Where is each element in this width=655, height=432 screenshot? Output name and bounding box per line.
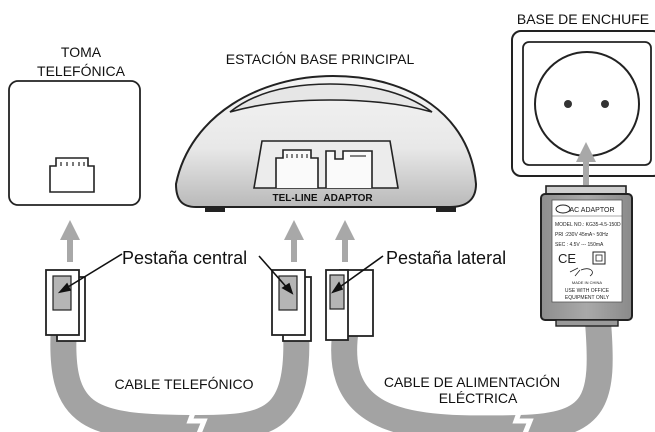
adapter-ce-mark: CE (558, 251, 576, 266)
power-cable (331, 321, 613, 432)
adaptor-port-label: ADAPTOR (323, 193, 373, 204)
arrow-up-icon (576, 142, 596, 185)
center-tab-label: Pestaña central (122, 248, 247, 268)
adapter-sec: SEC : 4.5V --- 150mA (555, 242, 604, 248)
socket-hole-right-icon (601, 100, 609, 108)
polarity-icon (569, 267, 593, 277)
wall-jack-label-line2: TELEFÓNICA (37, 63, 126, 79)
arrow-up-icon (284, 220, 304, 262)
power-socket-label: BASE DE ENCHUFE (517, 11, 649, 27)
adapter-pri: PRI :230V 45mA~ 50Hz (555, 232, 609, 238)
adapter-made-in: MADE IN CHINA (572, 280, 603, 285)
adapter-title: AC ADAPTOR (570, 207, 615, 214)
base-station (174, 74, 478, 212)
brand-logo-icon (555, 204, 571, 214)
arrow-up-icon (335, 220, 355, 262)
power-socket (511, 30, 655, 177)
phone-cable (50, 324, 310, 432)
power-cable-label-line2: ELÉCTRICA (439, 390, 518, 406)
wall-phone-jack (8, 80, 141, 206)
wall-jack-label-line1: TOMA (61, 44, 102, 60)
socket-hole-left-icon (564, 100, 572, 108)
power-plug (325, 269, 374, 341)
phone-plug-center (271, 269, 312, 342)
arrow-up-icon (60, 220, 80, 262)
insert-arrows (60, 142, 596, 262)
ac-adapter: AC ADAPTOR MODEL NO.: KG35-4.5-150D PRI … (540, 185, 633, 327)
adaptor-port-icon (325, 150, 373, 188)
double-insulation-icon (592, 251, 606, 265)
power-cable-label-line1: CABLE DE ALIMENTACIÓN (384, 374, 560, 390)
adapter-model: MODEL NO.: KG35-4.5-150D (555, 222, 621, 228)
tel-line-port-label: TEL-LINE (273, 193, 318, 204)
rj11-socket-icon (49, 157, 95, 193)
adapter-use-line2: EQUIPMENT ONLY (565, 295, 610, 301)
side-tab-label: Pestaña lateral (386, 248, 506, 268)
base-station-label: ESTACIÓN BASE PRINCIPAL (226, 51, 415, 67)
phone-cable-label: CABLE TELEFÓNICO (114, 376, 253, 392)
tel-line-port-icon (275, 149, 319, 188)
adapter-use-line1: USE WITH OFFICE (565, 288, 610, 294)
